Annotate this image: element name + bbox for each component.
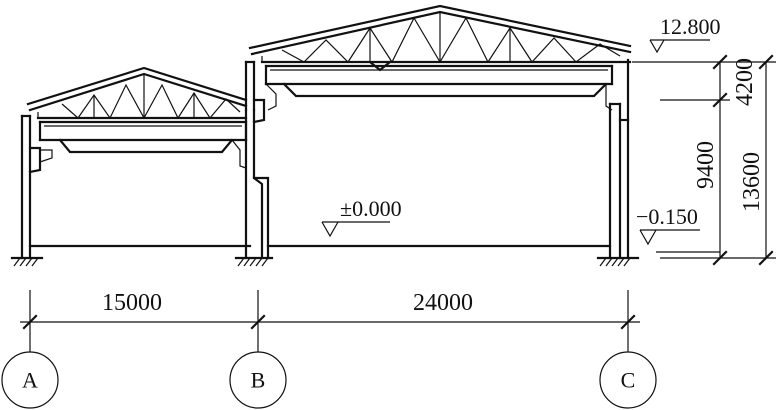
footings xyxy=(10,256,640,267)
horizontal-dimensions: 15000 24000 xyxy=(20,290,640,340)
level-marker-ground: −0.150 xyxy=(636,204,700,246)
roof-truss-right xyxy=(248,4,632,72)
right-bay xyxy=(248,4,632,260)
level-floor-label: ±0.000 xyxy=(340,196,402,221)
dim-span-left: 15000 xyxy=(102,290,162,316)
column-b xyxy=(244,60,270,260)
axis-a-label: A xyxy=(22,368,38,393)
column-a xyxy=(20,114,53,260)
axis-b-label: B xyxy=(251,368,266,393)
level-marker-floor: ±0.000 xyxy=(321,196,402,238)
level-ground-label: −0.150 xyxy=(636,204,698,229)
left-bay xyxy=(20,66,252,260)
dim-total-height: 13600 xyxy=(739,152,765,212)
axis-b-circle xyxy=(229,351,287,409)
dim-span-right: 24000 xyxy=(413,290,473,316)
crane-girder-left xyxy=(38,120,248,169)
crane-girder-right xyxy=(264,64,614,111)
level-marker-top: 12.800 xyxy=(649,14,721,54)
dim-column-height: 9400 xyxy=(693,141,719,189)
level-top-label: 12.800 xyxy=(660,14,721,39)
axis-a-circle xyxy=(1,351,59,409)
roof-truss-left xyxy=(26,66,248,120)
axis-c-label: C xyxy=(621,368,636,393)
vertical-dimensions: 4200 9400 13600 xyxy=(632,54,776,266)
axis-bubbles: A B C xyxy=(1,340,657,409)
column-c xyxy=(608,58,630,260)
axis-c-circle xyxy=(599,351,657,409)
dim-roof-height: 4200 xyxy=(732,58,758,106)
